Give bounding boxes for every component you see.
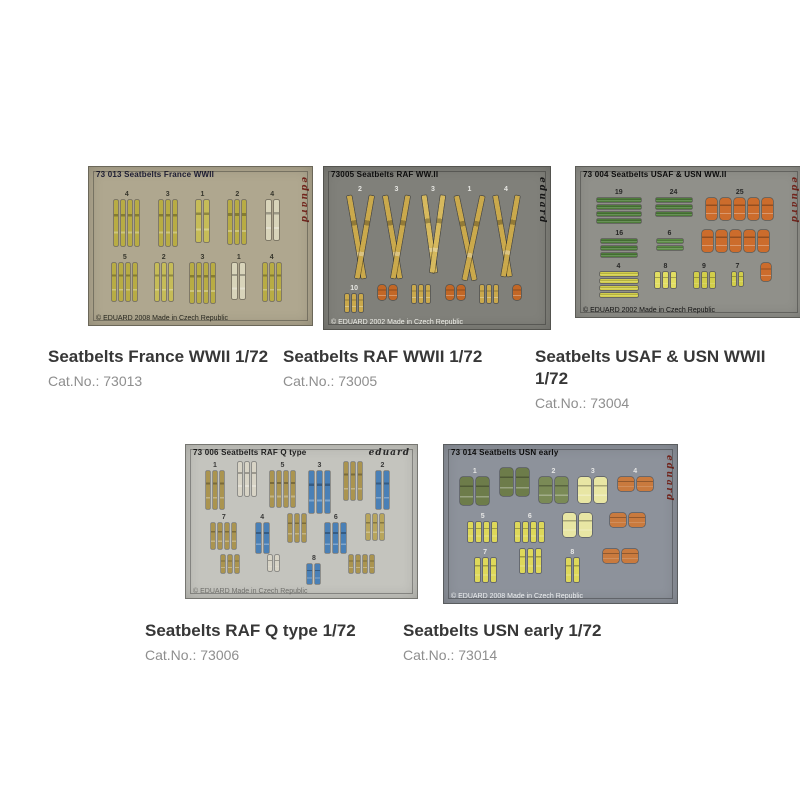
plate-footer-text: © EDUARD 2002 Made in Czech Republic: [331, 319, 463, 326]
plate-footer-text: © EDUARD 2002 Made in Czech Republic: [583, 307, 715, 314]
plate-footer-text: © EDUARD 2008 Made in Czech Republic: [96, 315, 228, 322]
product-title[interactable]: Seatbelts RAF WWII 1/72: [283, 347, 483, 366]
product-title[interactable]: Seatbelts France WWII 1/72: [48, 347, 269, 366]
product-catno: Cat.No.: 73013: [48, 373, 143, 390]
plate-footer-text: © EDUARD Made in Czech Republic: [193, 588, 308, 595]
product-title[interactable]: Seatbelts RAF Q type 1/72: [145, 621, 356, 640]
product-title[interactable]: Seatbelts USN early 1/72: [403, 621, 602, 640]
eduard-logo: eduard: [664, 455, 674, 503]
eduard-logo: eduard: [368, 448, 410, 458]
product-title[interactable]: Seatbelts USAF & USN WWII 1/72: [535, 347, 766, 389]
eduard-logo: eduard: [299, 177, 309, 225]
plate-header-text: 73005 Seatbelts RAF WW.II: [331, 170, 439, 179]
product-card-73004[interactable]: 73 004 Seatbelts USAF & USN WW.II eduard…: [535, 150, 800, 412]
product-image[interactable]: 73 004 Seatbelts USAF & USN WW.II eduard…: [575, 166, 800, 318]
product-catno: Cat.No.: 73005: [283, 373, 378, 390]
plate-header-text: 73 014 Seatbelts USN early: [451, 448, 559, 457]
product-image-wrap: 73 004 Seatbelts USAF & USN WW.II eduard…: [535, 166, 800, 330]
product-catno: Cat.No.: 73014: [403, 647, 498, 664]
eduard-logo: eduard: [537, 177, 547, 225]
eduard-logo: eduard: [789, 177, 799, 225]
plate-header-text: 73 004 Seatbelts USAF & USN WW.II: [583, 170, 727, 179]
product-catno: Cat.No.: 73006: [145, 647, 240, 664]
plate-footer-text: © EDUARD 2008 Made in Czech Republic: [451, 593, 583, 600]
plate-header-text: 73 006 Seatbelts RAF Q type: [193, 448, 307, 457]
plate-header-text: 73 013 Seatbelts France WWII: [96, 170, 215, 179]
product-catno: Cat.No.: 73004: [535, 395, 630, 412]
